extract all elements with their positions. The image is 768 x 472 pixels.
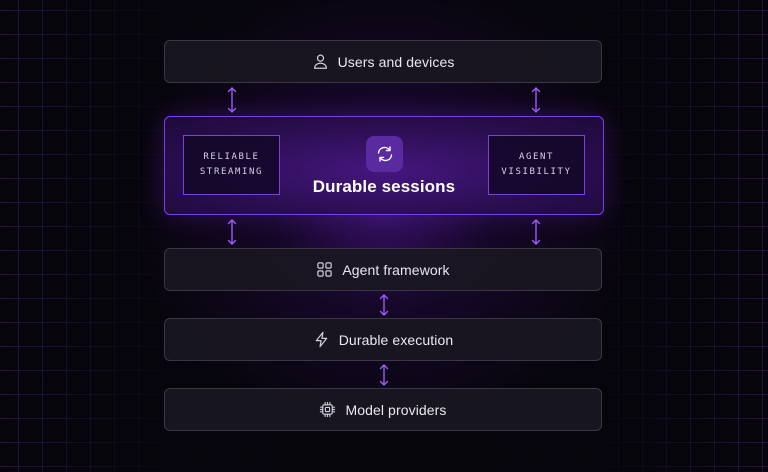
agent-framework-layer: Agent framework bbox=[164, 248, 602, 291]
arrow-sessions-framework-right bbox=[531, 219, 541, 245]
durable-execution-layer: Durable execution bbox=[164, 318, 602, 361]
arrow-execution-models bbox=[379, 364, 389, 386]
arrow-users-sessions-left bbox=[227, 87, 237, 113]
sync-icon bbox=[377, 146, 392, 162]
agent-visibility-tag: AGENT VISIBILITY bbox=[488, 135, 585, 195]
durable-sessions-layer: RELIABLE STREAMING Durable sessions AGEN… bbox=[164, 116, 604, 215]
lightning-icon bbox=[315, 331, 328, 348]
user-icon bbox=[313, 54, 327, 69]
arrow-sessions-framework-left bbox=[227, 219, 237, 245]
durable-execution-label: Durable execution bbox=[338, 331, 454, 348]
agent-framework-label: Agent framework bbox=[342, 261, 450, 278]
users-and-devices-label: Users and devices bbox=[337, 53, 455, 70]
reliable-streaming-tag: RELIABLE STREAMING bbox=[183, 135, 280, 195]
chip-icon bbox=[320, 401, 336, 418]
grid-icon bbox=[317, 262, 333, 277]
arrow-framework-execution bbox=[379, 294, 389, 316]
arrow-users-sessions-right bbox=[531, 87, 541, 113]
users-and-devices-layer: Users and devices bbox=[164, 40, 602, 83]
model-providers-layer: Model providers bbox=[164, 388, 602, 431]
durable-sessions-title: Durable sessions bbox=[312, 177, 456, 196]
sync-icon-badge bbox=[366, 136, 403, 172]
model-providers-label: Model providers bbox=[345, 401, 447, 418]
